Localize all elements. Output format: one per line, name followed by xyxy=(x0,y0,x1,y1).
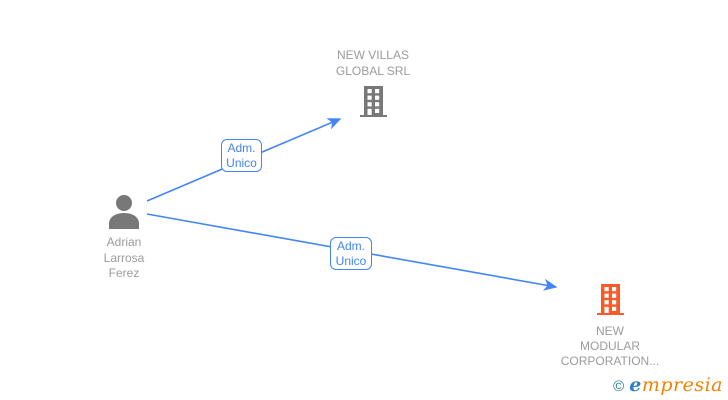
company-name: NEW MODULAR CORPORATION... xyxy=(561,324,659,369)
person-icon xyxy=(109,195,139,229)
edge-label-line: Adm. xyxy=(336,239,365,253)
company-name-line: CORPORATION... xyxy=(560,354,660,368)
company-node-new-modular-corporation[interactable]: NEW MODULAR CORPORATION... xyxy=(560,284,660,369)
empresia-logo-initial: e xyxy=(629,374,642,396)
edge-label-adm-unico-top[interactable]: Adm. Unico xyxy=(221,139,262,172)
person-name-line: Adrian xyxy=(106,235,142,249)
edge-label-adm-unico-bottom[interactable]: Adm. Unico xyxy=(330,237,372,270)
person-node-adrian-larrosa-ferez[interactable]: Adrian Larrosa Ferez xyxy=(84,195,164,282)
edge-label-line: Adm. xyxy=(227,141,256,155)
company-node-new-villas-global-srl[interactable]: NEW VILLAS GLOBAL SRL xyxy=(323,47,423,117)
copyright-symbol: © xyxy=(613,378,625,395)
empresia-logo-text: empresia xyxy=(629,374,723,396)
edge-label-line: Unico xyxy=(226,155,257,170)
person-name: Adrian Larrosa Ferez xyxy=(104,235,145,282)
building-icon xyxy=(359,86,387,117)
building-icon xyxy=(596,284,624,315)
company-name-line: MODULAR xyxy=(579,339,640,353)
empresia-logo-rest: mpresia xyxy=(641,374,723,396)
person-name-line: Ferez xyxy=(108,266,140,280)
company-name-line: NEW xyxy=(595,324,624,338)
company-name-line: NEW VILLAS xyxy=(336,48,409,62)
company-name-line: GLOBAL SRL xyxy=(335,64,411,78)
edge-label-line: Unico xyxy=(335,253,367,268)
company-name: NEW VILLAS GLOBAL SRL xyxy=(336,47,410,79)
person-name-line: Larrosa xyxy=(103,250,145,265)
empresia-watermark: © empresia xyxy=(613,374,723,396)
